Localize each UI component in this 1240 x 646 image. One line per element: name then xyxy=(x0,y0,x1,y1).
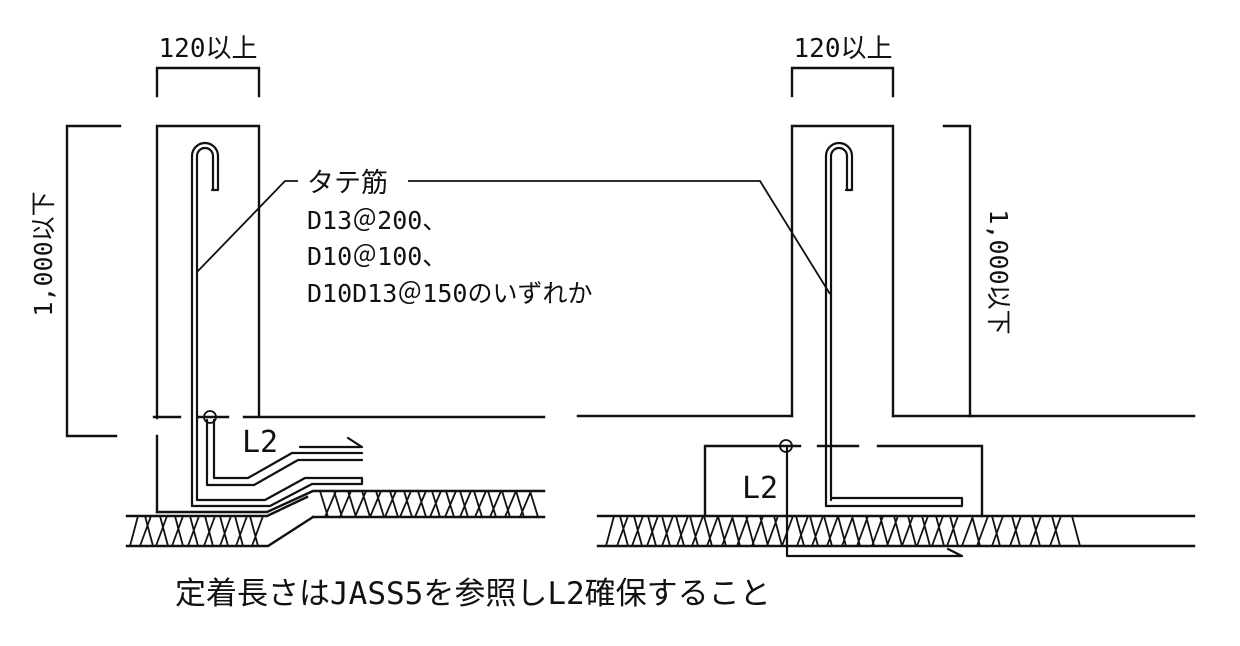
right-l2-label: L2 xyxy=(742,471,778,506)
callout-line-3: D10D13＠150のいずれか xyxy=(307,279,592,308)
right-wall-outline xyxy=(790,124,895,418)
callout-line-1: D13＠200、 xyxy=(307,206,447,235)
right-height-label: 1,000以下 xyxy=(984,209,1013,334)
left-inner-rebar xyxy=(205,418,364,487)
right-bottom-rebar xyxy=(824,496,964,508)
left-detail: 120以上 1,000以下 L2 xyxy=(29,34,546,548)
right-width-label: 120以上 xyxy=(794,34,893,64)
callout-leader-left xyxy=(196,180,298,273)
right-height-dimension: 1,000以下 xyxy=(942,124,1013,418)
right-width-dimension: 120以上 xyxy=(790,34,895,98)
right-gravel-hatch xyxy=(605,515,1081,547)
left-wall-outline xyxy=(155,124,261,420)
left-gravel-hatch-lower xyxy=(129,515,264,547)
callout-title: タテ筋 xyxy=(307,168,388,199)
left-slab-bottom-line xyxy=(155,489,546,514)
left-bent-rebar xyxy=(190,476,364,508)
right-vertical-rebar xyxy=(824,141,854,508)
left-anchor-point xyxy=(203,410,217,424)
left-height-label: 1,000以下 xyxy=(29,191,58,316)
right-anchor-point xyxy=(779,439,793,453)
left-width-dimension: 120以上 xyxy=(155,34,261,98)
callout-line-2: D10＠100、 xyxy=(307,242,447,271)
left-width-label: 120以上 xyxy=(159,34,258,64)
right-l2-arrow xyxy=(785,446,964,558)
footer-note: 定着長さはJASS5を参照しL2確保すること xyxy=(175,576,771,612)
rebar-callout: タテ筋 D13＠200、 D10＠100、 D10D13＠150のいずれか xyxy=(196,168,831,308)
left-vertical-rebar xyxy=(190,141,220,508)
right-footing-outline xyxy=(703,444,984,518)
callout-leader-right xyxy=(408,180,831,295)
left-gravel-hatch-upper xyxy=(319,490,539,518)
left-l2-label: L2 xyxy=(242,425,278,460)
left-height-dimension: 1,000以下 xyxy=(29,124,122,438)
right-detail: 120以上 1,000以下 L2 xyxy=(576,34,1196,558)
left-l2-arrow xyxy=(298,436,364,449)
